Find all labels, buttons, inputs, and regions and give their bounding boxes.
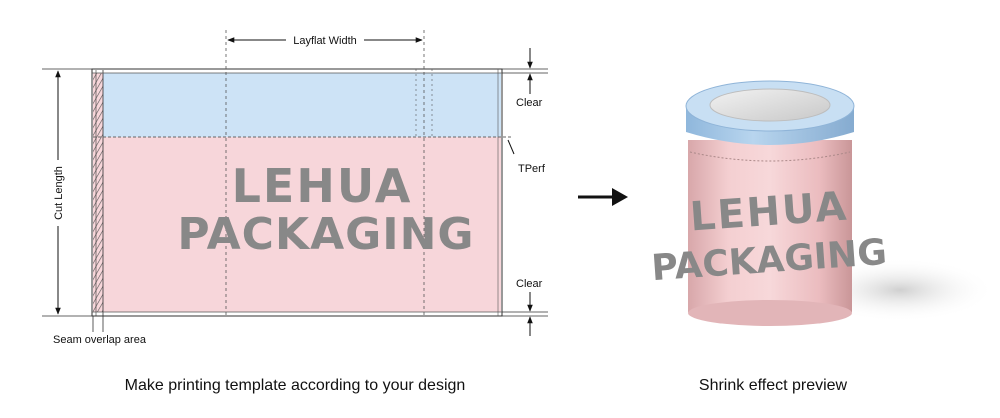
sleeve-band: [93, 137, 501, 312]
tperf-label: TPerf: [518, 163, 546, 175]
can-lid-inner: [709, 88, 831, 122]
right-arrow-icon: [578, 188, 628, 206]
can-shadow: [805, 258, 995, 322]
shrink-preview: LEHUA PACKAGING Shrink effect preview: [650, 80, 995, 394]
cut-length-label: Cut Length: [53, 166, 65, 220]
layflat-width-label: Layflat Width: [293, 35, 357, 47]
clear-bottom-label: Clear: [516, 278, 543, 290]
clear-top-label: Clear: [516, 97, 543, 109]
preview-brand-line-1: LEHUA: [688, 184, 849, 241]
seam-overlap-hatch: [93, 73, 103, 312]
printing-template: Layflat Width Cut Length Clear TPerf Cle…: [42, 30, 548, 394]
template-brand-line-2: PACKAGING: [177, 209, 474, 260]
template-caption: Make printing template according to your…: [125, 377, 466, 394]
template-brand-line-1: LEHUA: [232, 159, 413, 213]
cap-band: [93, 73, 501, 137]
preview-caption: Shrink effect preview: [699, 377, 848, 394]
can-sleeve: [688, 140, 852, 325]
seam-overlap-label: Seam overlap area: [53, 334, 147, 346]
template-outline: [91, 68, 503, 317]
